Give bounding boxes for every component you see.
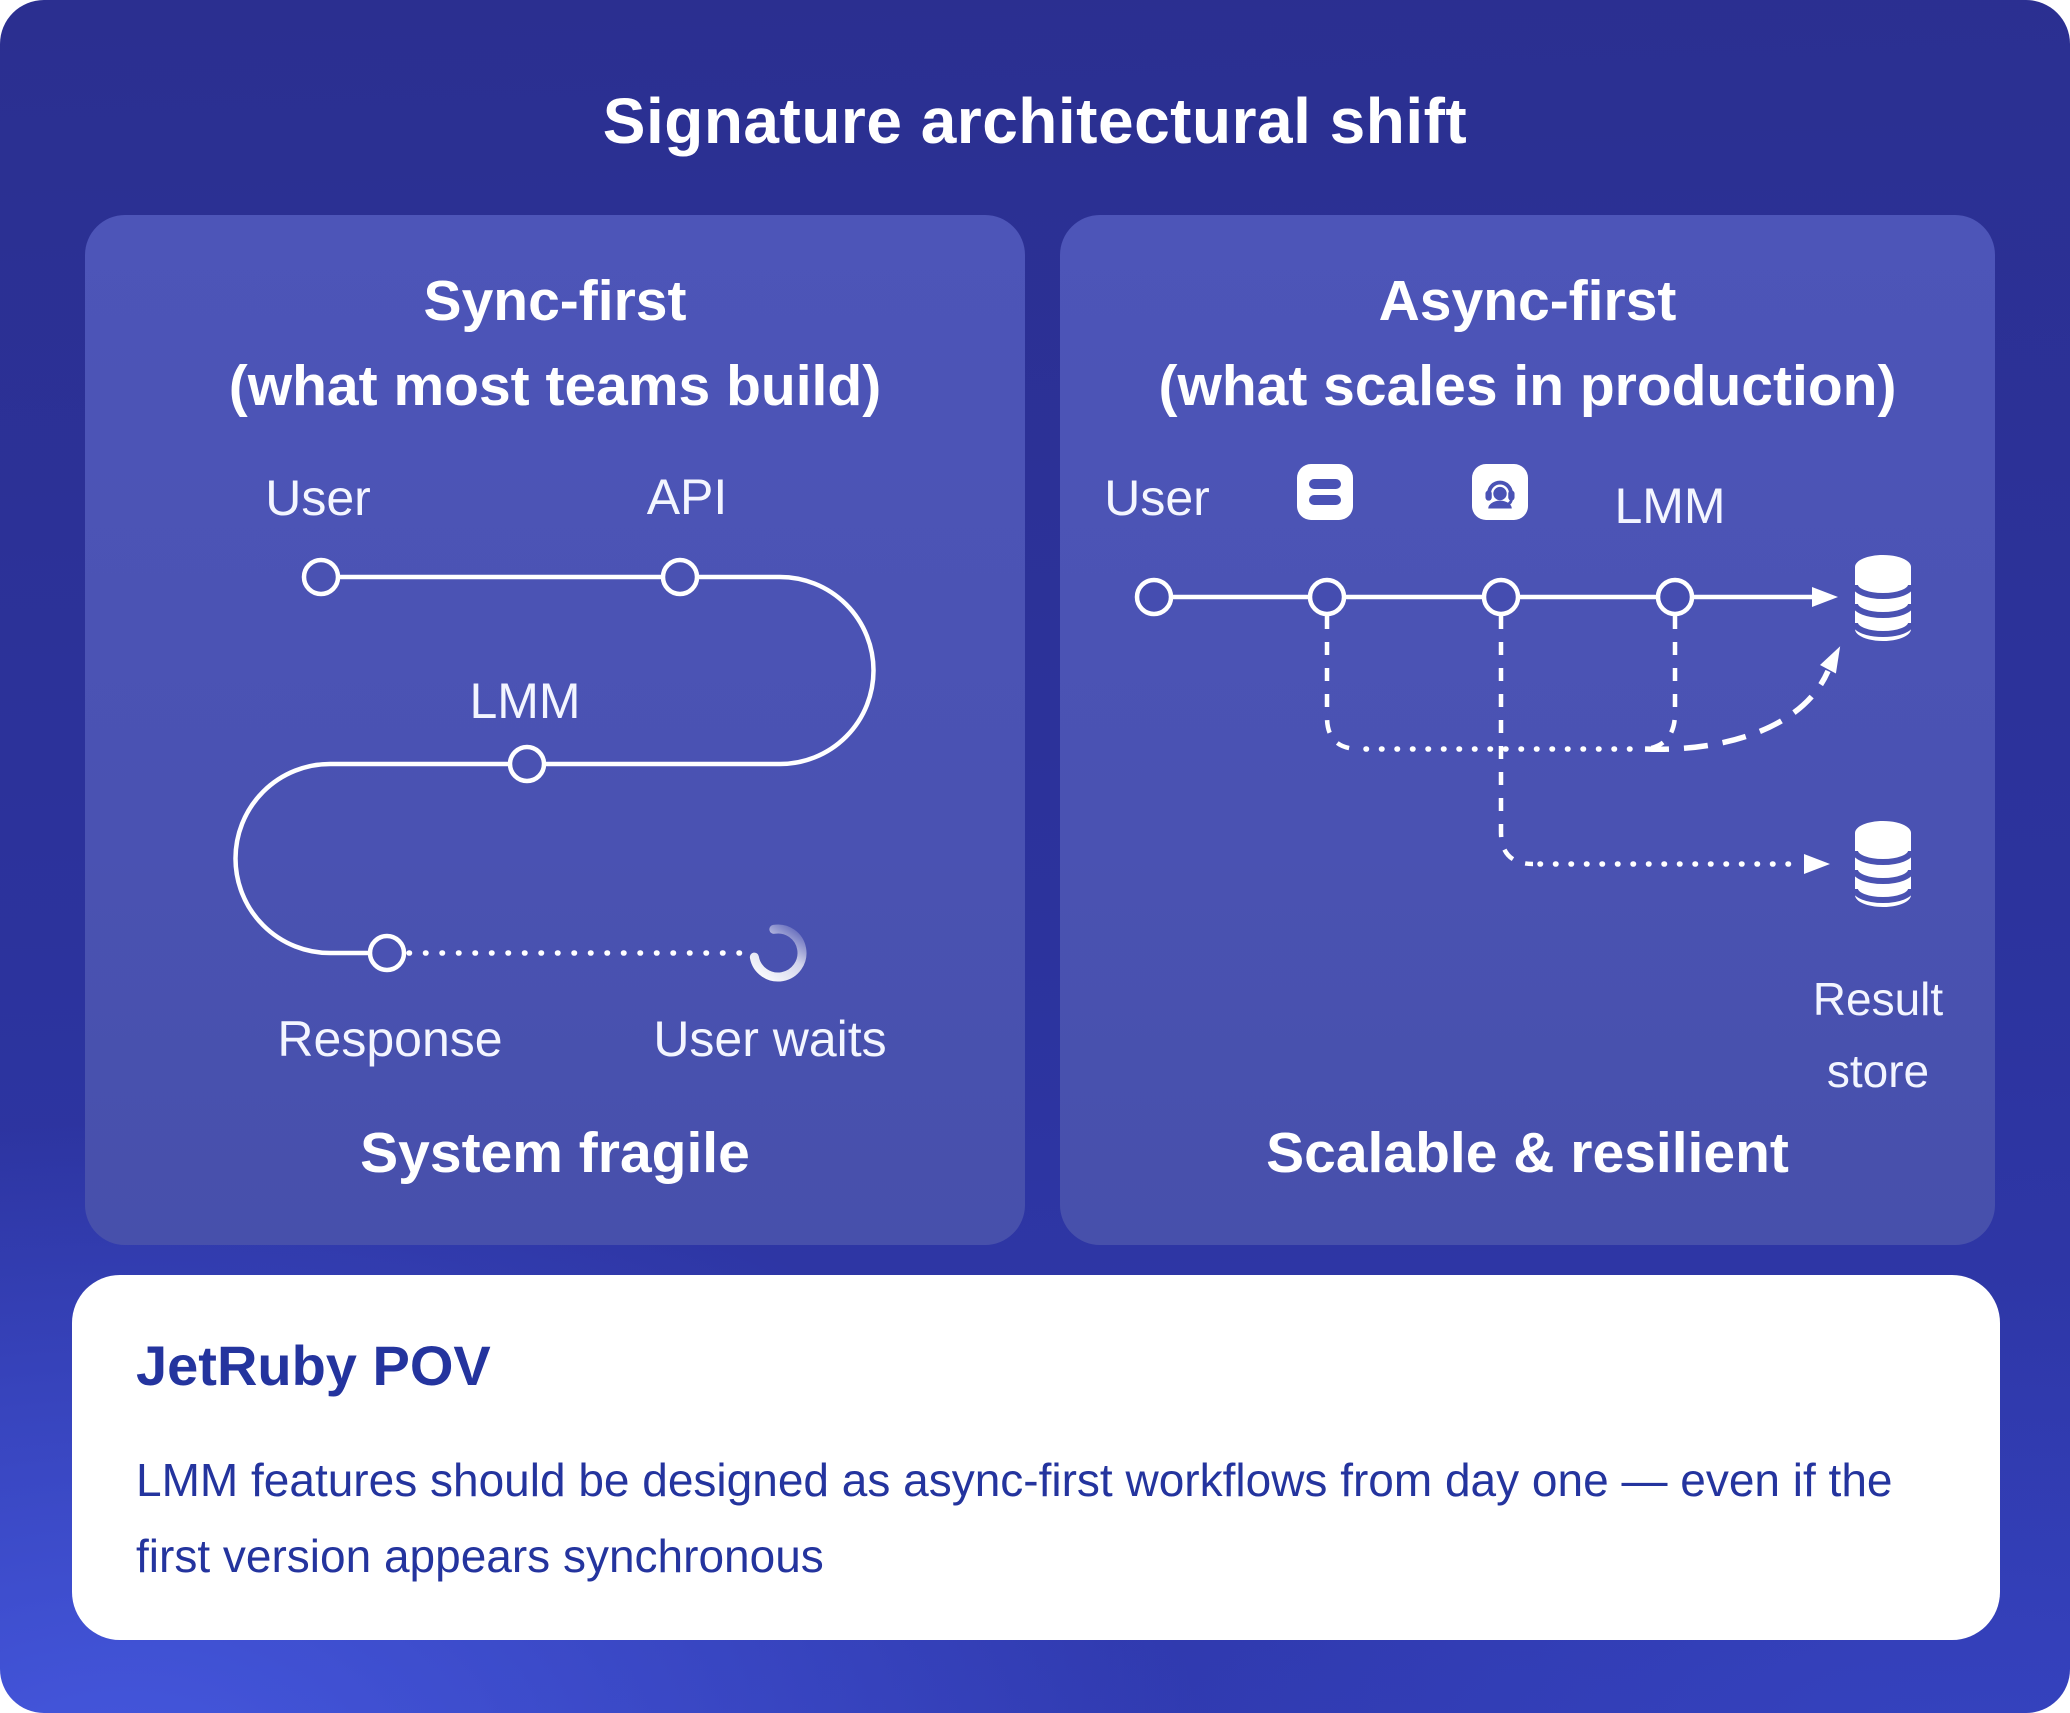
- sync-flow-line: [233, 574, 876, 956]
- queue-bar-bottom: [1309, 495, 1341, 505]
- sync-panel-caption: System fragile: [360, 1121, 750, 1185]
- support-agent-icon: [1472, 464, 1528, 520]
- database-icon: [1852, 555, 1914, 641]
- result-store-label: Result store: [1812, 973, 1944, 1097]
- async-heading-line: Async-first: [1378, 269, 1677, 333]
- sync-node-lmm: [507, 744, 547, 784]
- sync-subheading-line: (what most teams build): [228, 354, 882, 418]
- pov-card-heading: JetRuby POV: [136, 1334, 491, 1397]
- sync-label-api: API: [646, 469, 728, 525]
- sync-node-response: [367, 933, 407, 973]
- sync-panel-heading: Sync-first (what most teams build): [85, 259, 1025, 429]
- sync-panel: Sync-first (what most teams build): [85, 215, 1025, 1245]
- async-dashed-curve-to-db: [1644, 669, 1831, 753]
- async-panel-caption: Scalable & resilient: [1266, 1121, 1789, 1185]
- result-store-database-icon: [1852, 821, 1914, 907]
- sync-label-response: Response: [277, 1011, 503, 1067]
- async-flow-diagram: [1134, 555, 1914, 907]
- queue-bar-top: [1309, 479, 1341, 489]
- async-curve-arrowhead: [1820, 646, 1841, 674]
- async-subheading-line: (what scales in production): [1158, 354, 1897, 418]
- async-dashed-queue-drop: [1324, 616, 1360, 752]
- async-node-lmm: [1655, 577, 1695, 617]
- sync-label-user: User: [265, 470, 371, 526]
- async-dashed-worker-drop: [1498, 616, 1534, 867]
- sync-heading-line: Sync-first: [423, 269, 687, 333]
- queue-icon: [1297, 464, 1353, 520]
- async-panel-heading: Async-first (what scales in production): [1060, 259, 1995, 429]
- async-panel: Async-first (what scales in production): [1060, 215, 1995, 1245]
- support-agent-glyph: [1485, 480, 1515, 509]
- loading-spinner-icon: [749, 924, 807, 982]
- async-label-user: User: [1104, 470, 1210, 526]
- async-dashed-lmm-drop: [1645, 616, 1678, 752]
- async-node-worker: [1481, 577, 1521, 617]
- pov-card-body: LMM features should be designed as async…: [136, 1454, 1893, 1582]
- sync-node-user: [301, 557, 341, 597]
- sync-node-api: [660, 557, 700, 597]
- async-label-lmm: LMM: [1614, 478, 1726, 534]
- sync-label-lmm: LMM: [469, 673, 581, 729]
- pov-card: JetRuby POV LMM features should be desig…: [72, 1275, 2000, 1640]
- sync-flow-diagram: [233, 557, 876, 982]
- async-result-arrowhead: [1804, 854, 1830, 874]
- async-node-queue: [1307, 577, 1347, 617]
- sync-label-user-waits: User waits: [653, 1011, 887, 1067]
- async-node-user: [1134, 577, 1174, 617]
- page-title: Signature architectural shift: [602, 85, 1468, 157]
- async-main-arrowhead: [1812, 587, 1838, 607]
